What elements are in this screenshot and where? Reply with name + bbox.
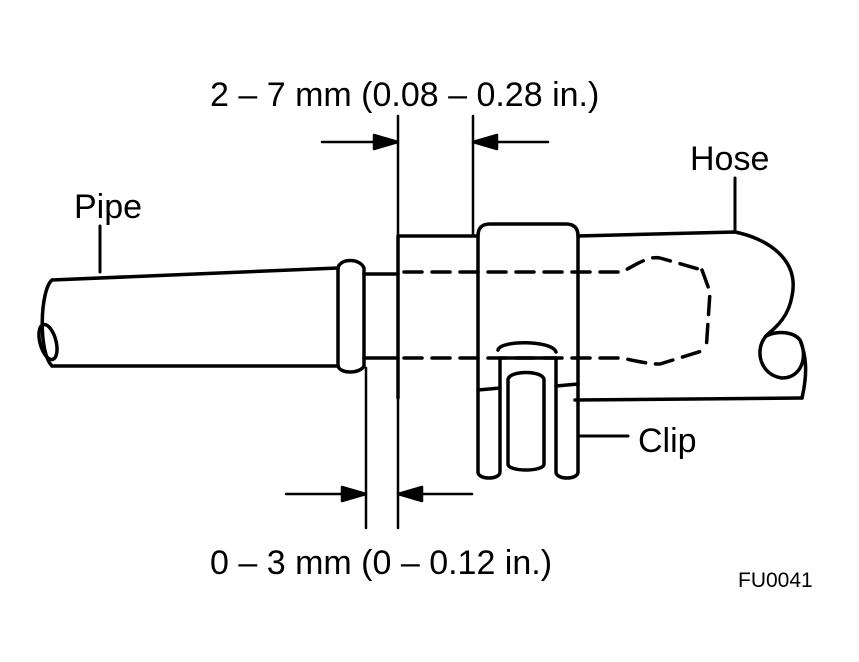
pipe-outline <box>40 266 340 368</box>
pipe-bulge <box>336 258 366 374</box>
bottom-arrow-left-head <box>340 485 368 503</box>
leader-lines <box>98 176 737 438</box>
pipe-to-hose <box>362 272 400 360</box>
clip-right-leg <box>554 382 580 480</box>
hidden-pipe-top <box>402 255 704 274</box>
top-arrow-right-head <box>471 133 499 151</box>
clip-label: Clip <box>638 422 697 460</box>
pipe-end-opening <box>37 322 59 362</box>
top-dimension <box>320 114 550 238</box>
text-labels: 2 – 7 mm (0.08 – 0.28 in.) Pipe Hose Cli… <box>74 76 813 592</box>
bottom-arrow-right-head <box>396 485 424 503</box>
hidden-pipe-end <box>700 268 712 354</box>
clip-inner-loop <box>496 341 558 472</box>
hidden-pipe-bottom <box>402 348 707 366</box>
clip <box>476 222 580 480</box>
clip-band <box>476 222 580 392</box>
hose-outline <box>396 230 804 402</box>
top-dimension-label: 2 – 7 mm (0.08 – 0.28 in.) <box>210 76 599 114</box>
hose-label: Hose <box>690 140 769 178</box>
hose-cut-end <box>758 330 808 400</box>
bottom-dimension <box>284 366 474 530</box>
pipe <box>37 258 400 374</box>
figure-code-label: FU0041 <box>738 569 813 592</box>
hidden-pipe-inside-hose <box>402 255 712 366</box>
hose <box>396 230 808 402</box>
top-arrow-left-head <box>372 133 400 151</box>
clip-left-leg <box>476 386 502 480</box>
bottom-dimension-label: 0 – 3 mm (0 – 0.12 in.) <box>210 544 552 582</box>
pipe-label: Pipe <box>74 188 142 226</box>
